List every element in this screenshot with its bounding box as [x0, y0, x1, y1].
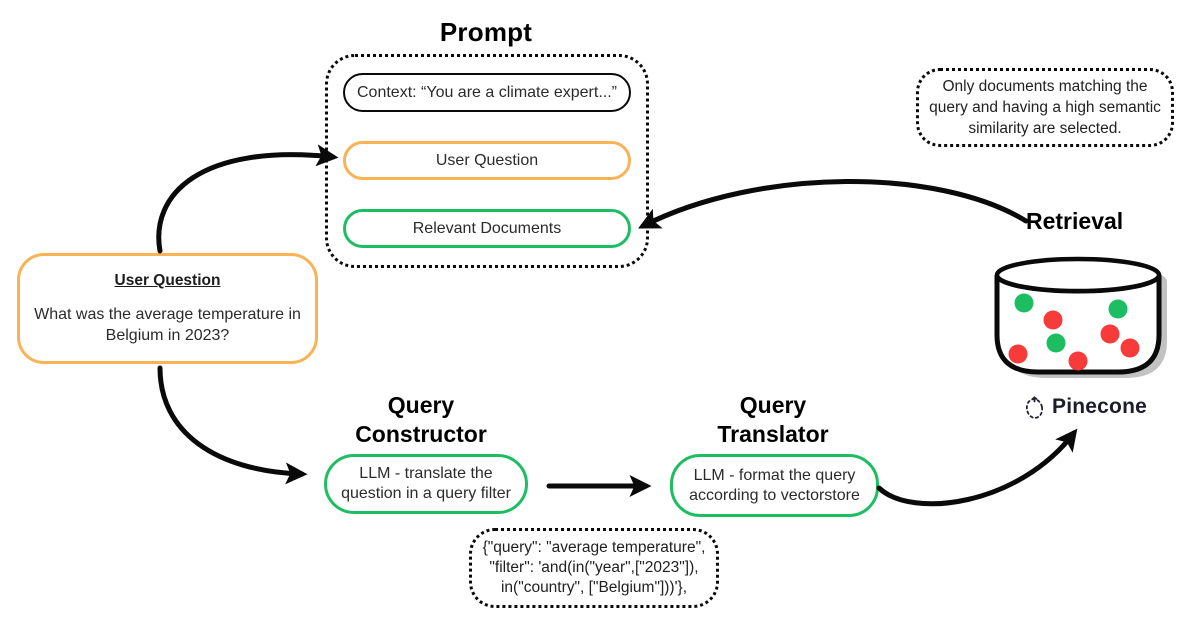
pinecone-icon [1025, 395, 1044, 419]
prompt-title: Prompt [439, 17, 533, 47]
structured-query-line2: "filter": 'and(in("year",["2023"]), [489, 559, 699, 576]
retrieval-note-box: Only documents matching the query and ha… [916, 68, 1174, 147]
retrieval-note-text: Only documents matching the query and ha… [929, 78, 1161, 137]
query-constructor-title-line1: Query [387, 392, 455, 418]
structured-query-box: {"query": "average temperature", "filter… [469, 528, 719, 608]
context-pill: Context: “You are a climate expert...” [343, 73, 631, 112]
arrow-userquestion-to-prompt [156, 144, 339, 254]
query-translator-title-line1: Query [739, 392, 807, 418]
structured-query-line1: {"query": "average temperature", [482, 539, 706, 556]
context-pill-label: Context: “You are a climate expert...” [357, 83, 617, 101]
document-dots [1008, 293, 1140, 371]
user-question-pill-label: User Question [435, 151, 539, 169]
user-question-pill: User Question [343, 141, 631, 180]
relevant-documents-pill-label: Relevant Documents [412, 219, 562, 237]
structured-query-line3: in("country", ["Belgium"]))'}, [500, 579, 688, 596]
pinecone-logo: Pinecone [1005, 393, 1165, 421]
pinecone-wordmark: Pinecone [1052, 395, 1147, 418]
red-document-dot [1100, 324, 1120, 344]
arrow-retrieval-to-relevant-documents [638, 179, 1029, 229]
retrieval-label: Retrieval [1026, 208, 1124, 234]
query-translator-box-text: LLM - format the query according to vect… [689, 466, 860, 504]
query-translator-title: Query Translator [685, 391, 861, 449]
query-constructor-title-line2: Constructor [355, 421, 487, 447]
query-translator-box: LLM - format the query according to vect… [670, 454, 879, 517]
green-document-dot [1046, 333, 1066, 353]
green-document-dot [1014, 293, 1034, 313]
red-document-dot [1043, 310, 1063, 330]
user-question-box-text: What was the average temperature in Belg… [34, 305, 301, 344]
red-document-dot [1068, 351, 1088, 371]
query-translator-title-line2: Translator [717, 421, 829, 447]
user-question-box: User Question What was the average tempe… [17, 253, 318, 364]
green-document-dot [1108, 299, 1128, 319]
arrow-userquestion-to-query-constructor [157, 365, 308, 485]
red-document-dot [1008, 344, 1028, 364]
vectorstore-cylinder [994, 256, 1167, 378]
query-constructor-box: LLM - translate the question in a query … [324, 454, 528, 514]
user-question-box-title: User Question [114, 271, 221, 289]
arrow-translator-to-vectorstore [876, 428, 1078, 507]
red-document-dot [1120, 338, 1140, 358]
relevant-documents-pill: Relevant Documents [343, 209, 631, 248]
query-constructor-box-text: LLM - translate the question in a query … [341, 465, 511, 502]
query-constructor-title: Query Constructor [330, 391, 512, 449]
cylinder-rim [994, 256, 1162, 294]
